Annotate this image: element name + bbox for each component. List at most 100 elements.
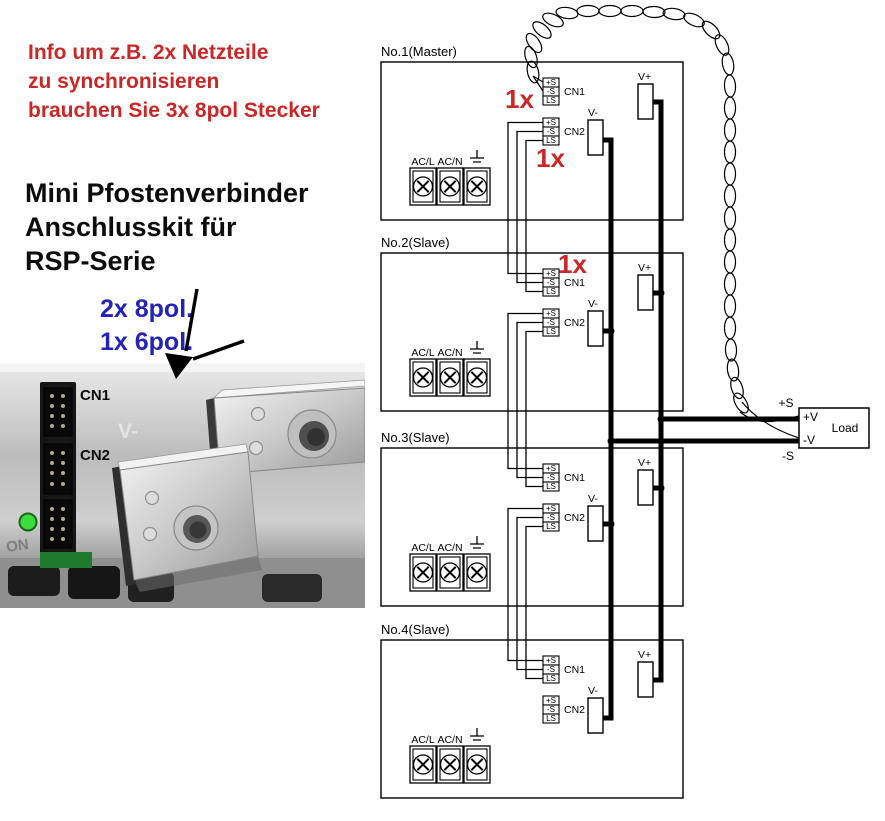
ac-n-label: AC/N (437, 734, 462, 746)
ground-icon (470, 150, 484, 163)
pin-label: +S (546, 464, 556, 473)
minus-s-label: -S (782, 449, 794, 463)
pin-label: +S (546, 696, 556, 705)
pin-label: LS (546, 674, 556, 683)
unit-box (380, 639, 684, 799)
ground-icon (470, 536, 484, 549)
pin-label: -S (547, 705, 555, 714)
busbar-tab-upper (206, 379, 365, 476)
v-minus-bus (603, 137, 614, 721)
text-line: RSP-Serie (25, 246, 156, 276)
pin-label: -S (547, 513, 555, 522)
plus-v-label: +V (803, 410, 818, 424)
text-line: Info um z.B. 2x Netzteile (28, 41, 269, 64)
kit-contents-text: 2x 8pol. 1x 6pol. (100, 293, 193, 359)
vminus-label: V- (588, 107, 598, 119)
pin-label: LS (546, 522, 556, 531)
ac-terminal-block (409, 553, 491, 592)
pin-label: +S (546, 269, 556, 278)
psu-unit-3: No.3(Slave) +S -S LS CN1 +S -S LS CN2 V-… (380, 430, 684, 607)
pin-label: LS (546, 287, 556, 296)
load-label: Load (832, 421, 859, 435)
power-led (18, 512, 38, 532)
twisted-sense-cable (524, 4, 800, 439)
pin-label: LS (546, 714, 556, 723)
text-line: 2x 8pol. (100, 295, 194, 323)
vplus-terminal (637, 469, 654, 506)
pin-label: +S (546, 656, 556, 665)
pin-label: LS (546, 482, 556, 491)
load-box (798, 407, 870, 449)
ac-terminal-block (409, 745, 491, 784)
cn2-label: CN2 (564, 317, 585, 329)
junction-dots (607, 289, 665, 528)
unit-box (380, 447, 684, 607)
kit-title-text: Mini Pfostenverbinder Anschlusskit für R… (25, 176, 309, 278)
pin-label: -S (547, 665, 555, 674)
ac-l-label: AC/L (411, 156, 435, 168)
pin-label: -S (547, 318, 555, 327)
ac-l-label: AC/L (411, 347, 435, 359)
ground-icon (470, 728, 484, 741)
ac-n-label: AC/N (437, 542, 462, 554)
photo-cn2-label: CN2 (80, 447, 110, 464)
unit-label: No.4(Slave) (381, 622, 450, 637)
pin-label: LS (546, 96, 556, 105)
output-bus-wiring (603, 99, 799, 721)
vplus-terminal (637, 274, 654, 311)
pin-label: -S (547, 278, 555, 287)
text-line: Anschlusskit für (25, 212, 237, 242)
cn1-label: CN1 (564, 86, 585, 98)
plus-s-label: +S (778, 396, 793, 410)
photo-vminus-label: V- (118, 420, 138, 443)
qty-badge: 1x (558, 249, 587, 279)
text-line: Mini Pfostenverbinder (25, 178, 309, 208)
load-block: +S -S +V -V Load (778, 396, 870, 463)
unit-label: No.3(Slave) (381, 430, 450, 445)
vminus-terminal (587, 697, 604, 734)
info-note-text: Info um z.B. 2x Netzteile zu synchronisi… (28, 38, 320, 125)
vplus-label: V+ (638, 71, 651, 83)
pcb-edge (40, 552, 92, 568)
pin-label: LS (546, 327, 556, 336)
vplus-terminal (637, 661, 654, 698)
vplus-terminal (637, 83, 654, 120)
ac-l-label: AC/L (411, 542, 435, 554)
vminus-label: V- (588, 685, 598, 697)
photo-cn1-label: CN1 (80, 387, 110, 404)
psu-unit-2: No.2(Slave) 1x +S -S LS CN1 +S -S LS CN2… (380, 235, 684, 412)
unit-box (380, 252, 684, 412)
pin-label: +S (546, 504, 556, 513)
pin-label: +S (546, 309, 556, 318)
pin-label: +S (546, 118, 556, 127)
cn1-label: CN1 (564, 664, 585, 676)
ac-n-label: AC/N (437, 347, 462, 359)
pin-label: -S (547, 127, 555, 136)
psu-unit-1: No.1(Master) +S -S LS CN1 1x +S -S LS CN… (380, 44, 684, 221)
arrow-icon (165, 288, 245, 379)
psu-photo: ON CN1 CN2 V- (0, 363, 365, 608)
vminus-label: V- (588, 298, 598, 310)
qty-badge: 1x (505, 84, 534, 114)
ground-icon (470, 341, 484, 354)
vminus-terminal (587, 310, 604, 347)
v-plus-bus (653, 99, 664, 683)
ac-l-label: AC/L (411, 734, 435, 746)
text-line: zu synchronisieren (28, 70, 220, 93)
vminus-terminal (587, 119, 604, 156)
ac-terminal-block (409, 167, 491, 206)
pin-label: -S (547, 87, 555, 96)
cn2-label: CN2 (564, 512, 585, 524)
unit-label: No.1(Master) (381, 44, 457, 59)
vplus-label: V+ (638, 457, 651, 469)
qty-badge: 1x (536, 143, 565, 173)
unit-box (380, 61, 684, 221)
cn1-label: CN1 (564, 277, 585, 289)
vminus-label: V- (588, 493, 598, 505)
vplus-label: V+ (638, 649, 651, 661)
unit-label: No.2(Slave) (381, 235, 450, 250)
busbar-tab-lower (112, 443, 262, 592)
cn2-label: CN2 (564, 126, 585, 138)
pin-label: +S (546, 78, 556, 87)
minus-v-label: -V (803, 433, 815, 447)
